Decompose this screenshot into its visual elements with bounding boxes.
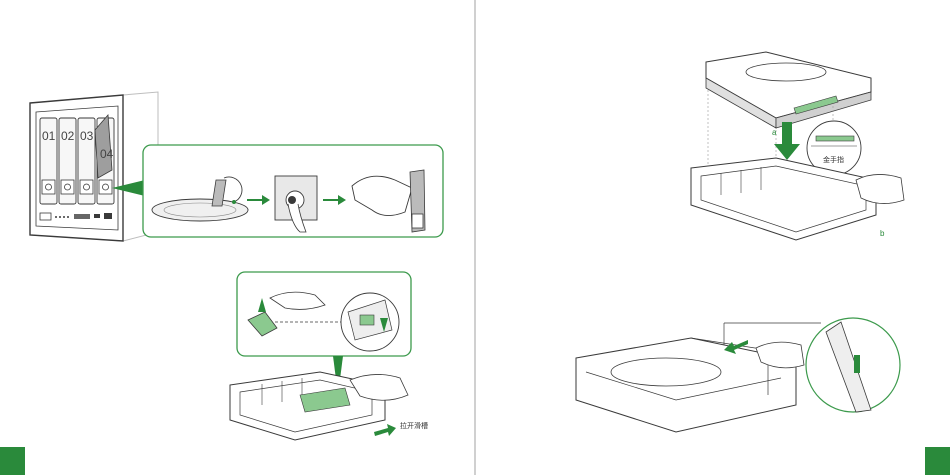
pull-tray-label: 拉开滑槽 [400,421,428,430]
step-b-label: b [880,229,885,238]
hard-drive [706,52,871,128]
latch-magnifier [806,318,900,412]
slot-label-4: 04 [100,147,114,161]
drive-tray [230,372,408,440]
open-drive-tray [691,158,904,240]
step-a-label: a [772,128,777,137]
arrow-pull-icon [374,424,396,436]
slot-label-3: 03 [80,129,94,143]
page-corner-marker-right [925,447,950,475]
latch-callout-panel [237,272,411,356]
gold-finger-label: 金手指 [823,155,844,164]
nas-enclosure: 01 02 03 04 [30,92,158,241]
left-manual-page: 01 02 03 04 [0,0,474,475]
assembled-drive-tray [576,338,804,432]
page-corner-marker-left [0,447,25,475]
right-manual-page: a 金手指 b [476,0,950,475]
slot-label-1: 01 [42,129,56,143]
slot-label-2: 02 [61,129,75,143]
right-page-illustrations: a 金手指 b [476,0,950,475]
left-page-illustrations: 01 02 03 04 [0,0,474,475]
unlock-callout-panel [143,145,443,237]
